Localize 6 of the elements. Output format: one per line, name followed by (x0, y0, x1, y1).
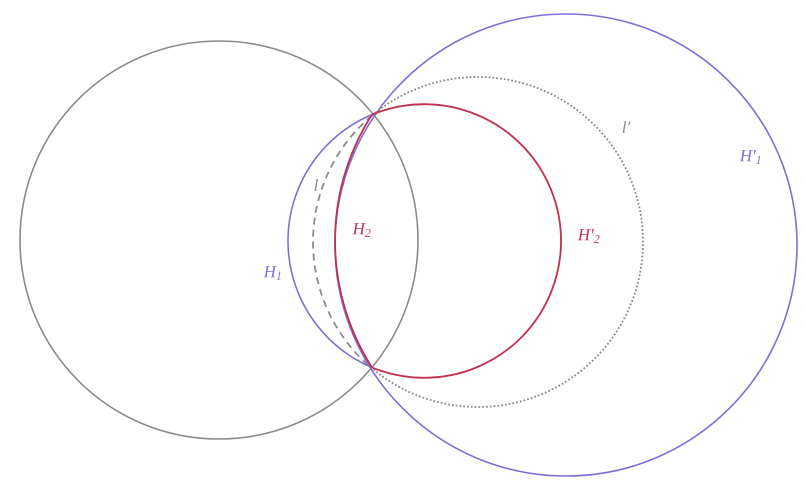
curve-label: H′$_{2}$ (578, 229, 600, 243)
curve-label: H$_{1}$ (263, 266, 281, 280)
curve-label: l (314, 179, 318, 191)
curve-label: H′$_{1}$ (740, 150, 760, 164)
curve-label: l′ (622, 121, 630, 133)
curve-label: H$_{2}$ (352, 223, 371, 237)
